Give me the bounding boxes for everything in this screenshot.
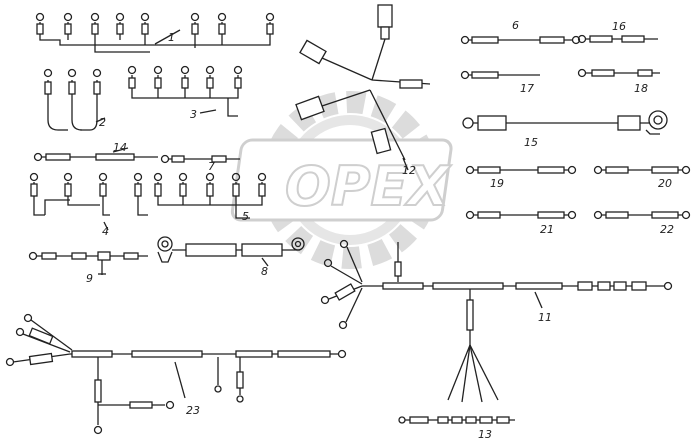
harness-17 [460, 70, 540, 80]
label-22: 22 [660, 223, 674, 236]
label-11: 11 [538, 311, 552, 324]
label-1: 1 [168, 31, 175, 44]
watermark-text: OPEX [285, 155, 451, 218]
harness-8 [157, 236, 305, 267]
label-9: 9 [86, 272, 93, 285]
label-6: 6 [512, 19, 519, 32]
harness-13 [398, 416, 515, 424]
label-23: 23 [186, 404, 200, 417]
label-4: 4 [102, 225, 109, 238]
harness-1 [35, 12, 275, 53]
part-labels: 1 2 3 4 5 6 7 8 9 11 12 13 14 15 16 17 1… [86, 19, 674, 441]
label-8: 8 [261, 265, 268, 278]
harness-3 [127, 65, 243, 117]
label-18: 18 [634, 82, 648, 95]
label-15: 15 [524, 136, 538, 149]
harness-22 [593, 210, 691, 220]
label-14: 14 [113, 141, 127, 154]
harness-21 [465, 210, 577, 220]
label-5: 5 [242, 210, 249, 223]
harness-12 [295, 4, 431, 171]
harness-9 [28, 251, 148, 275]
harness-18 [577, 68, 660, 78]
label-21: 21 [540, 223, 554, 236]
harness-19 [465, 165, 577, 175]
harness-7 [160, 154, 240, 164]
harness-5 [153, 172, 267, 219]
harness-23 [5, 313, 347, 435]
label-12: 12 [402, 164, 416, 177]
harness-4 [29, 172, 148, 231]
harness-20 [593, 165, 691, 175]
harness-15 [462, 110, 668, 135]
harness-6 [460, 35, 581, 45]
harness-2 [43, 68, 106, 131]
label-3: 3 [190, 108, 197, 121]
label-16: 16 [612, 20, 626, 33]
label-13: 13 [478, 428, 492, 441]
watermark-logo: OPEX [230, 91, 453, 269]
harness-11 [320, 239, 673, 403]
label-2: 2 [99, 116, 106, 129]
label-17: 17 [520, 82, 534, 95]
label-19: 19 [490, 177, 504, 190]
harness-16 [577, 34, 658, 44]
label-7: 7 [208, 160, 215, 173]
harness-14 [33, 147, 158, 162]
label-20: 20 [658, 177, 672, 190]
